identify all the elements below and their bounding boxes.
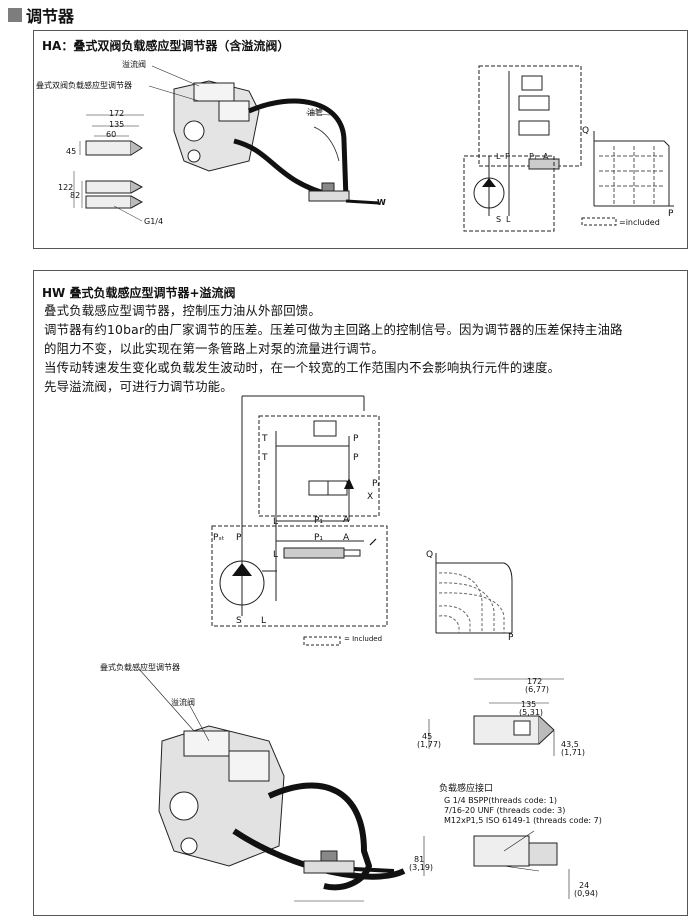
hw-sch-a2: A bbox=[343, 533, 350, 543]
ha-g14-label: G1/4 bbox=[144, 217, 164, 226]
hw-sch-s: S bbox=[236, 616, 242, 626]
ha-included-label: =included bbox=[619, 218, 660, 227]
hw-drawings bbox=[138, 395, 570, 902]
hw-title: HW 叠式负载感应型调节器+溢流阀 bbox=[42, 286, 236, 300]
ha-dim-60: 60 bbox=[106, 130, 117, 139]
ha-pump-drawing bbox=[73, 65, 674, 232]
hw-desc-line-2: 调节器有约10bar的由厂家调节的压差。压差可做为主回路上的控制信号。因为调节器… bbox=[44, 322, 623, 337]
hw-relief-label: 溢流阀 bbox=[171, 698, 195, 707]
hw-dim-319: (3,19) bbox=[409, 863, 434, 872]
ha-w-label: W bbox=[377, 198, 386, 207]
hw-sch-p1b: P₁ bbox=[314, 533, 324, 543]
ha-title: HA：叠式双阀负载感应型调节器（含溢流阀） bbox=[42, 39, 290, 53]
hw-port-title: 负载感应接口 bbox=[439, 784, 494, 794]
ha-axis-q: Q bbox=[582, 126, 590, 136]
hw-sch-a1: A bbox=[343, 515, 350, 525]
ha-dim-135: 135 bbox=[109, 120, 125, 129]
hw-sch-pr: Pᵣ bbox=[372, 479, 380, 489]
hw-sch-p2: P bbox=[353, 453, 359, 463]
hw-sch-x: X bbox=[367, 492, 374, 502]
ha-relief-label: 溢流阀 bbox=[122, 60, 146, 69]
hw-dim-81: 81 bbox=[414, 855, 425, 864]
ha-dim-45: 45 bbox=[66, 147, 77, 156]
hw-axis-q: Q bbox=[426, 550, 434, 560]
hw-axis-p: P bbox=[508, 633, 514, 643]
hw-sch-t1: T bbox=[262, 434, 268, 444]
hw-dim-677: (6,77) bbox=[525, 685, 550, 694]
header-square-icon bbox=[8, 8, 22, 22]
hw-desc-line-4: 当传动转速发生变化或负载发生波动时，在一个较宽的工作范围内不会影响执行元件的速度… bbox=[44, 360, 561, 375]
hw-included-label: = Included bbox=[344, 635, 383, 643]
section-title: 调节器 bbox=[26, 7, 75, 26]
hw-dim-094: (0,94) bbox=[574, 889, 599, 898]
hw-dim-24: 24 bbox=[579, 881, 590, 890]
ha-sch-s: S bbox=[496, 215, 502, 224]
hw-panel: HW 叠式负载感应型调节器+溢流阀 叠式负载感应型调节器，控制压力油从外部回馈。… bbox=[33, 270, 688, 916]
ha-dim-82: 82 bbox=[70, 191, 81, 200]
ha-panel: HA：叠式双阀负载感应型调节器（含溢流阀） 溢流阀 叠式双阀负载感应型调节器 油… bbox=[33, 30, 688, 249]
hw-sch-l3: L bbox=[261, 616, 267, 626]
hw-dim-45: 45 bbox=[422, 732, 433, 741]
hw-dim-135: 135 bbox=[521, 700, 537, 709]
hw-regulator-label: 叠式负载感应型调节器 bbox=[100, 663, 180, 672]
hw-sch-pst: Pₛₜ bbox=[213, 533, 225, 543]
ha-regulator-label: 叠式双阀负载感应型调节器 bbox=[36, 81, 132, 90]
hw-sch-t2: T bbox=[262, 453, 268, 463]
ha-sch-l: L bbox=[496, 152, 501, 161]
hw-dim-531: (5,31) bbox=[519, 708, 544, 717]
hw-dim-172: 172 bbox=[527, 677, 543, 686]
hw-port-1: G 1/4 BSPP(threads code: 1) bbox=[444, 796, 558, 805]
ha-oilpipe-label: 油管 bbox=[307, 108, 323, 117]
ha-dim-172: 172 bbox=[109, 109, 125, 118]
hw-dim-435: 43,5 bbox=[561, 740, 579, 749]
hw-sch-p: P bbox=[236, 533, 242, 543]
hw-sch-p1: P bbox=[353, 434, 359, 444]
ha-sch-l2: L bbox=[506, 215, 511, 224]
hw-port-2: 7/16-20 UNF (threads code: 3) bbox=[444, 806, 566, 815]
hw-port-3: M12xP1,5 ISO 6149-1 (threads code: 7) bbox=[444, 816, 602, 825]
hw-desc-line-1: 叠式负载感应型调节器，控制压力油从外部回馈。 bbox=[44, 303, 321, 318]
hw-desc-line-3: 的阻力不变，以此实现在第一条管路上对泵的流量进行调节。 bbox=[44, 341, 384, 356]
hw-dim-171: (1,71) bbox=[561, 748, 586, 757]
ha-dim-122: 122 bbox=[58, 183, 74, 192]
section-header: 调节器 bbox=[8, 4, 74, 26]
hw-desc-line-5: 先导溢流阀，可进行力调节功能。 bbox=[44, 379, 233, 394]
ha-axis-p: P bbox=[668, 209, 674, 219]
